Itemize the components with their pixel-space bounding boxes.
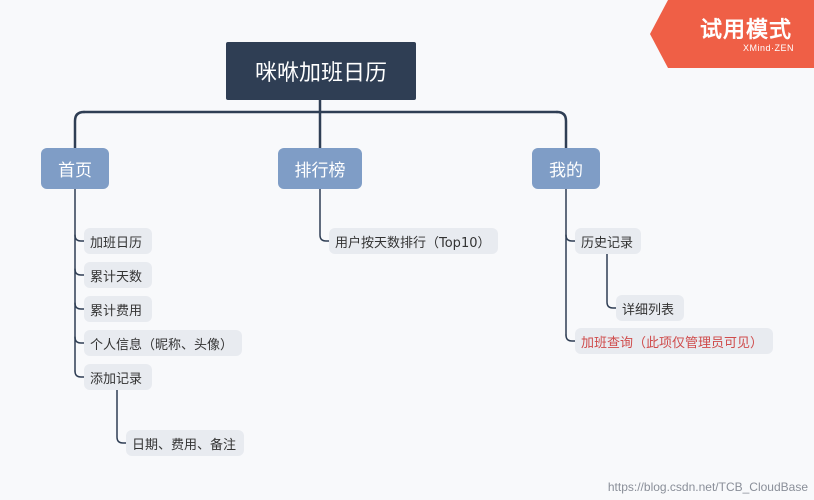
subtopic-label: 加班日历 [90, 235, 143, 251]
subtopic-overtime-query[interactable]: 加班查询（此项仅管理员可见） [575, 328, 773, 354]
subtopic-detail-list[interactable]: 详细列表 [616, 295, 684, 321]
topic-ranking[interactable]: 排行榜 [278, 148, 362, 189]
connector-mine-2 [565, 334, 576, 342]
topic-ranking-label: 排行榜 [294, 161, 346, 181]
subtopic-total-cost[interactable]: 累计费用 [84, 296, 152, 322]
topic-home[interactable]: 首页 [41, 148, 109, 189]
connector-home-5 [74, 370, 85, 378]
connector-home-2 [74, 268, 85, 276]
subtopic-history[interactable]: 历史记录 [575, 228, 641, 254]
subtopic-total-days[interactable]: 累计天数 [84, 262, 152, 288]
trial-mode-brand: XMind·ZEN [742, 43, 794, 53]
subtopic-label: 日期、费用、备注 [132, 437, 237, 453]
subtopic-label: 个人信息（昵称、头像） [90, 337, 234, 353]
trial-mode-badge[interactable]: 试用模式 XMind·ZEN [650, 0, 814, 68]
subtopic-label: 详细列表 [622, 302, 675, 318]
subtopic-user-ranking[interactable]: 用户按天数排行（Top10） [329, 228, 498, 254]
connector-home-4 [74, 336, 85, 344]
subtopic-label: 用户按天数排行（Top10） [335, 235, 491, 251]
watermark-text: https://blog.csdn.net/TCB_CloudBase [607, 480, 808, 494]
connector-root-left [73, 110, 86, 150]
subtopic-label: 添加记录 [90, 371, 143, 387]
connector-home-3 [74, 302, 85, 310]
subtopic-label: 累计天数 [90, 269, 143, 285]
topic-mine[interactable]: 我的 [532, 148, 600, 189]
connector-home-1 [74, 234, 85, 242]
connector-rank-1 [319, 188, 330, 242]
subtopic-label: 加班查询（此项仅管理员可见） [581, 335, 764, 351]
root-topic[interactable]: 咪咻加班日历 [226, 42, 416, 100]
topic-home-label: 首页 [58, 161, 92, 181]
topic-mine-label: 我的 [549, 161, 583, 181]
trial-mode-title: 试用模式 [699, 18, 792, 43]
subtopic-date-cost-notes[interactable]: 日期、费用、备注 [126, 430, 244, 456]
subtopic-personal-info[interactable]: 个人信息（昵称、头像） [84, 330, 242, 356]
root-topic-label: 咪咻加班日历 [254, 61, 387, 86]
connector-add-record [116, 389, 127, 444]
connector-history [606, 253, 617, 309]
connector-mine-1 [565, 234, 576, 242]
subtopic-overtime-calendar[interactable]: 加班日历 [84, 228, 152, 254]
connector-root-right [555, 110, 568, 150]
subtopic-add-record[interactable]: 添加记录 [84, 364, 152, 390]
subtopic-label: 历史记录 [581, 235, 634, 251]
subtopic-label: 累计费用 [90, 303, 143, 319]
